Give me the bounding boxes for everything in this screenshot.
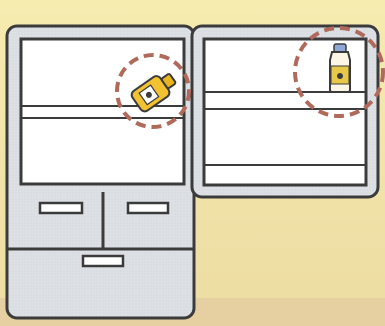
drawer-handle-bottom bbox=[81, 254, 125, 268]
highlight-circle-right bbox=[293, 26, 385, 118]
fridge-left-interior bbox=[19, 37, 186, 186]
bottle-icon bbox=[130, 73, 177, 113]
drawer-handle-right bbox=[126, 201, 170, 215]
drawer-handle-left bbox=[38, 201, 84, 215]
highlight-circle-left bbox=[115, 53, 191, 129]
fridge-right-section bbox=[190, 24, 380, 199]
drink-bottle-icon bbox=[329, 43, 351, 93]
fridge-left-section bbox=[5, 24, 196, 320]
